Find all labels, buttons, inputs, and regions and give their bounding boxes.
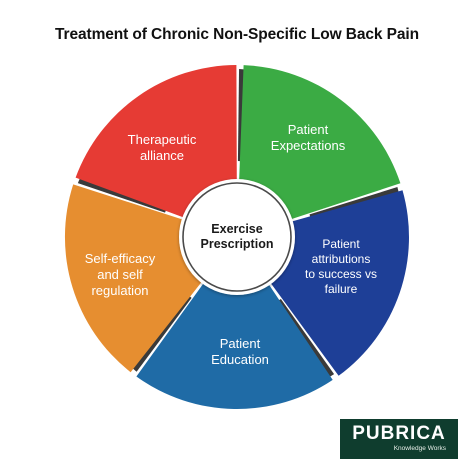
segment-label-line: Patient <box>220 336 261 351</box>
center-label-line2: Prescription <box>201 237 274 251</box>
segment-label-line: failure <box>325 282 358 296</box>
segment-label-line: and self <box>97 267 143 282</box>
segment-label-line: Therapeutic <box>128 132 197 147</box>
segment-label-therapeutic-alliance: Therapeutic alliance <box>128 132 197 163</box>
logo-tagline: Knowledge Works <box>393 445 446 452</box>
segment-label-line: Self-efficacy <box>85 251 156 266</box>
segment-patient-attributions <box>270 190 409 376</box>
pubrica-logo: PUBRICA Knowledge Works <box>340 419 458 459</box>
center-label-line1: Exercise <box>211 222 262 236</box>
segment-label-line: Education <box>211 352 269 367</box>
segment-label-line: Patient <box>322 237 360 251</box>
center-hub: Exercise Prescription <box>179 179 295 295</box>
segments-layer <box>64 65 409 409</box>
segment-patient-education <box>136 282 333 409</box>
center-inner-ring <box>182 182 292 292</box>
segment-label-line: Patient <box>288 122 329 137</box>
logo-name: PUBRICA <box>352 423 446 444</box>
segment-label-line: Expectations <box>271 138 346 153</box>
segment-label-self-efficacy: Self-efficacy and self regulation <box>85 251 156 298</box>
segment-patient-expectations <box>239 65 401 220</box>
segment-label-line: to success vs <box>305 267 377 281</box>
segment-label-patient-education: Patient Education <box>211 336 269 367</box>
segment-label-line: attributions <box>312 252 371 266</box>
segment-self-efficacy <box>64 184 203 373</box>
segment-therapeutic-alliance <box>75 65 237 218</box>
segment-label-patient-attributions: Patient attributions to success vs failu… <box>305 237 377 296</box>
segment-label-line: regulation <box>91 283 148 298</box>
page-title: Treatment of Chronic Non-Specific Low Ba… <box>55 26 419 43</box>
segment-label-line: alliance <box>140 148 184 163</box>
segment-label-patient-expectations: Patient Expectations <box>271 122 346 153</box>
